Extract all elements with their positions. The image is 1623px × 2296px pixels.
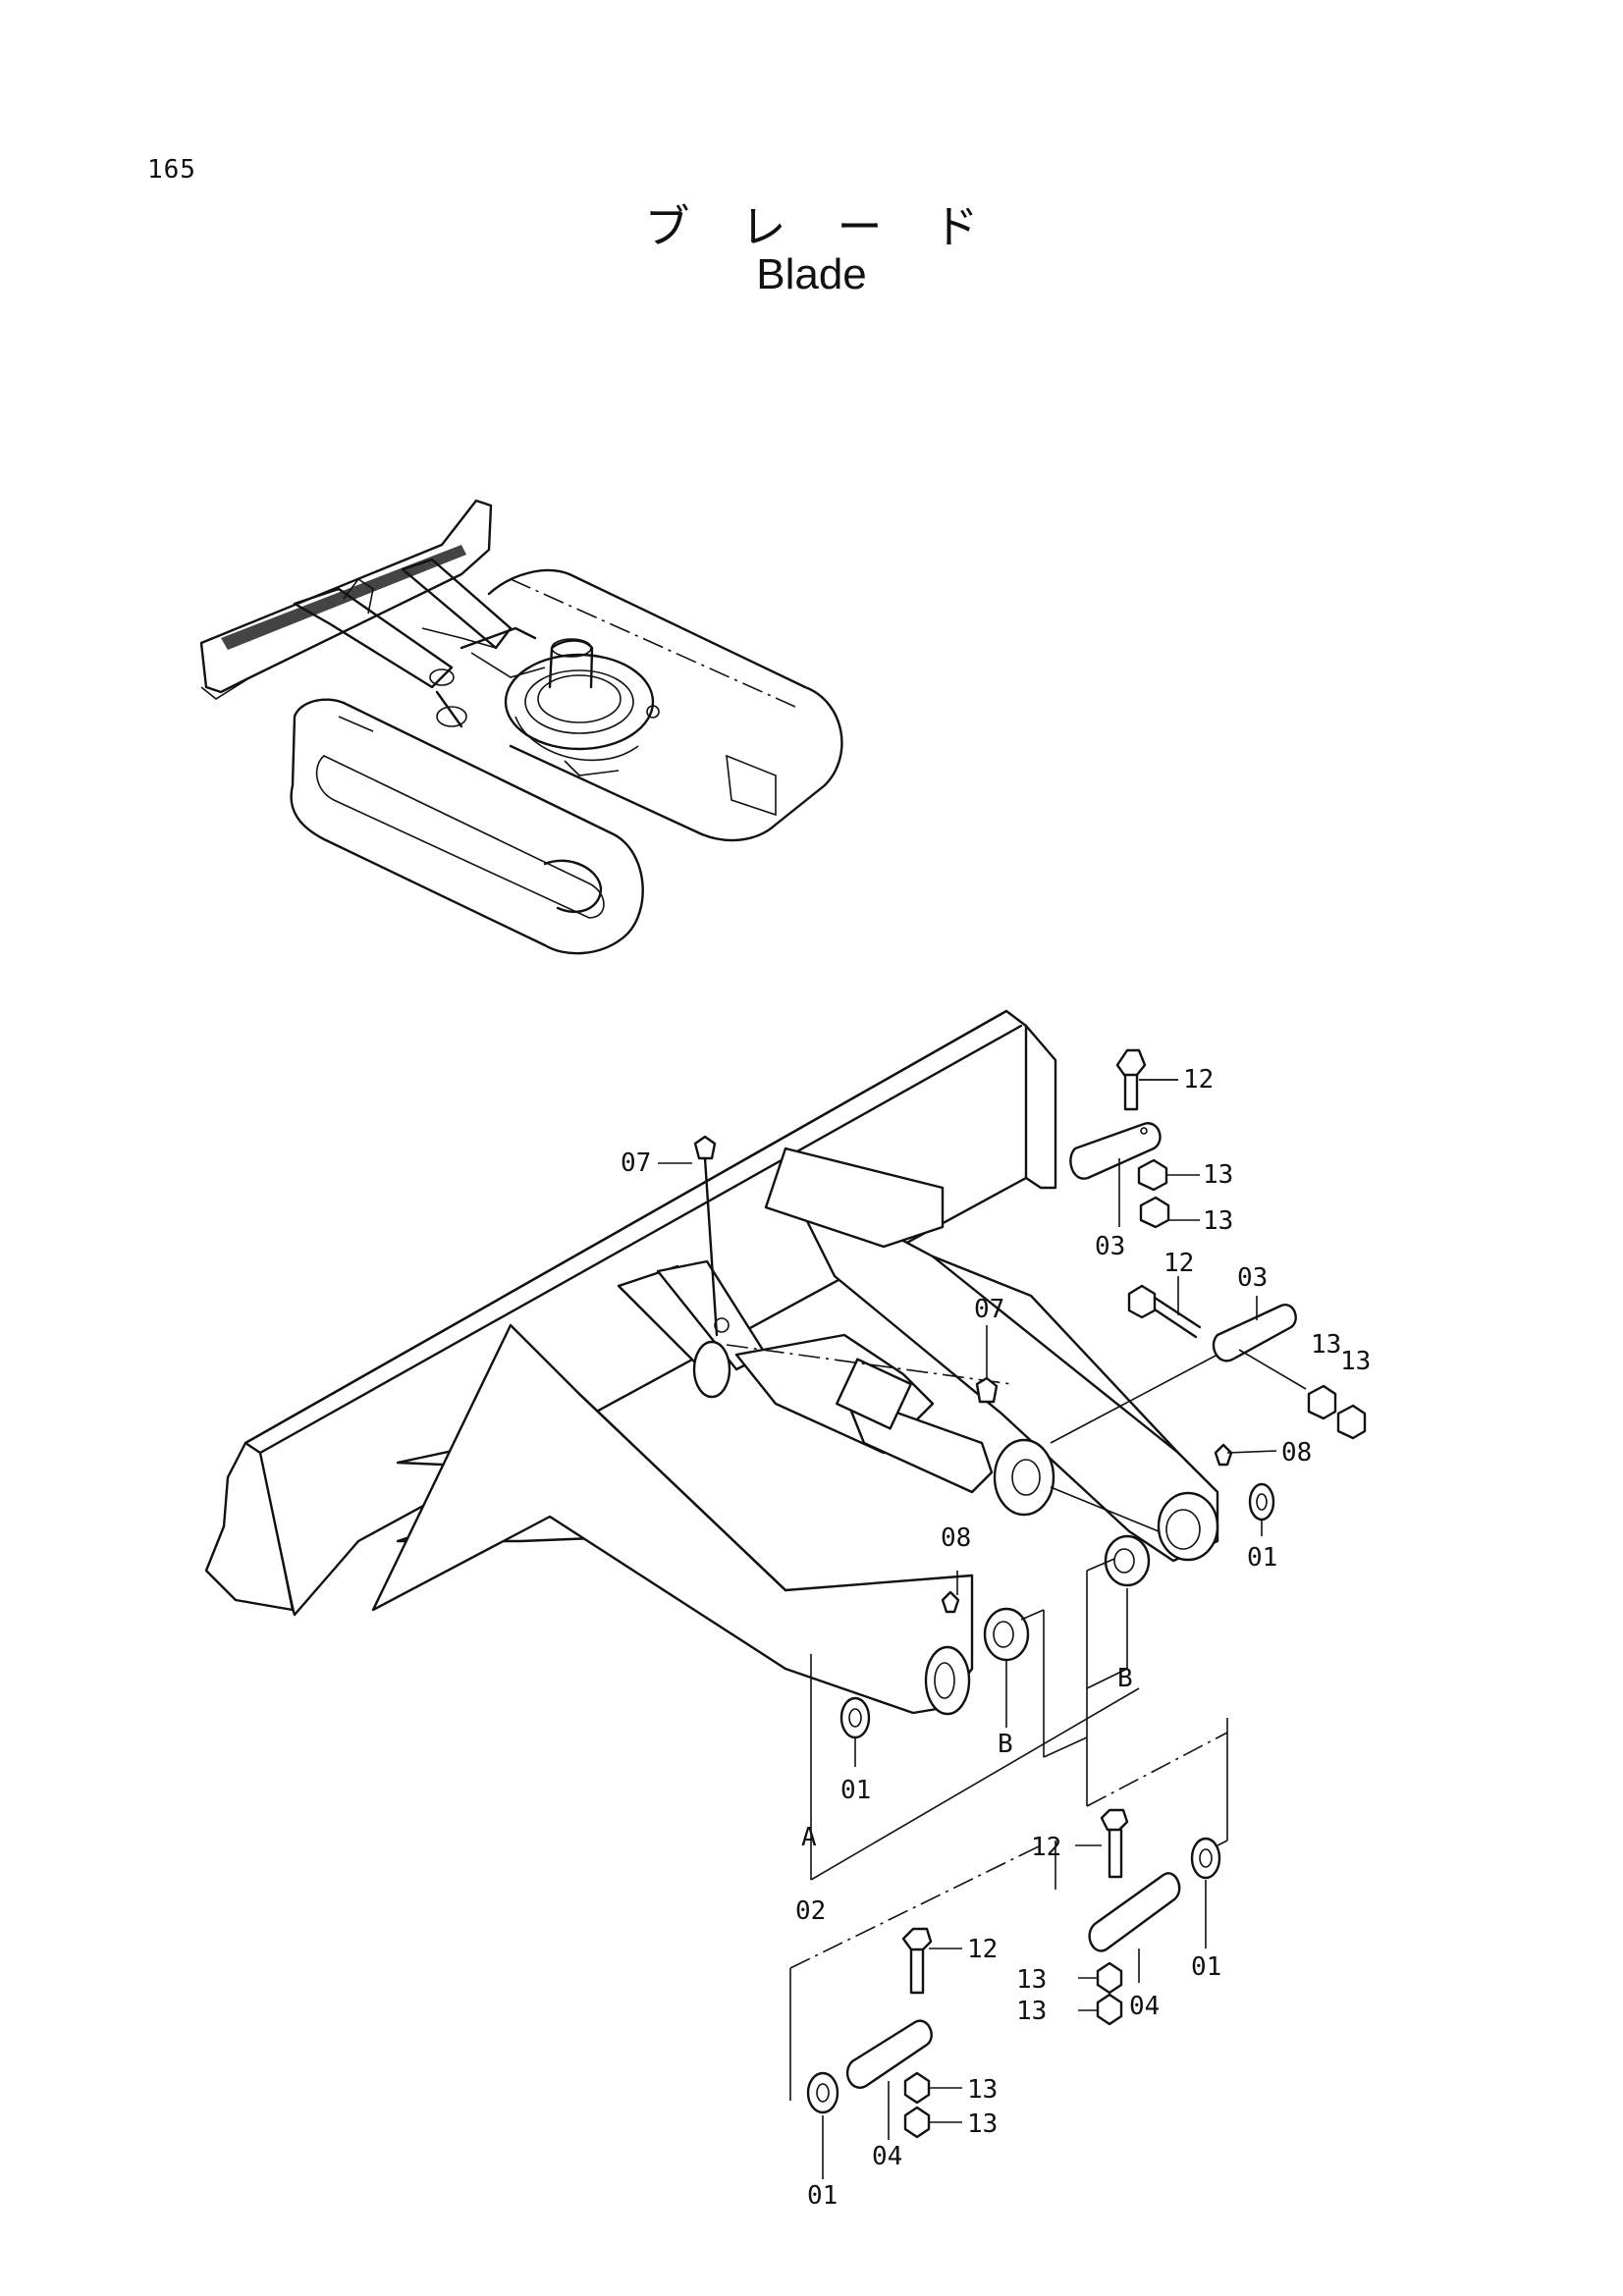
callout-12: 12 <box>1183 1065 1214 1095</box>
callout-13: 13 <box>1311 1330 1341 1360</box>
callout-12: 12 <box>1163 1249 1194 1278</box>
callout-13: 13 <box>1203 1206 1233 1236</box>
callout-08: 08 <box>941 1523 971 1553</box>
callout-01: 01 <box>840 1776 871 1805</box>
page-number: 165 <box>147 155 196 185</box>
callout-labels: 07 12 13 13 03 12 03 07 13 13 08 01 08 B… <box>621 1065 1371 2211</box>
callout-B: B <box>998 1730 1013 1759</box>
title-japanese: ブレード <box>644 200 1030 253</box>
callout-B: B <box>1117 1664 1133 1693</box>
callout-13: 13 <box>1016 1965 1047 1995</box>
blade-assembly <box>204 1009 1219 1716</box>
callout-04: 04 <box>1129 1992 1160 2021</box>
callout-03: 03 <box>1237 1263 1268 1293</box>
callout-12: 12 <box>967 1935 998 1964</box>
leader-lines <box>658 1079 1277 2123</box>
machine-overview <box>199 499 843 955</box>
callout-07: 07 <box>621 1148 651 1178</box>
callout-02: 02 <box>795 1896 826 1926</box>
callout-07: 07 <box>974 1295 1004 1324</box>
title-english: Blade <box>756 250 867 298</box>
callout-13: 13 <box>967 2075 998 2105</box>
callout-A: A <box>801 1823 817 1852</box>
callout-04: 04 <box>872 2142 902 2171</box>
loose-parts <box>693 1048 1367 2179</box>
callout-13: 13 <box>1340 1347 1371 1376</box>
callout-01: 01 <box>1247 1543 1277 1573</box>
callout-01: 01 <box>1191 1952 1221 1982</box>
callout-03: 03 <box>1095 1232 1125 1261</box>
callout-12: 12 <box>1031 1833 1061 1862</box>
callout-13: 13 <box>1203 1160 1233 1190</box>
callout-13: 13 <box>1016 1997 1047 2026</box>
callout-08: 08 <box>1281 1438 1312 1468</box>
callout-01: 01 <box>807 2181 838 2211</box>
callout-13: 13 <box>967 2109 998 2139</box>
